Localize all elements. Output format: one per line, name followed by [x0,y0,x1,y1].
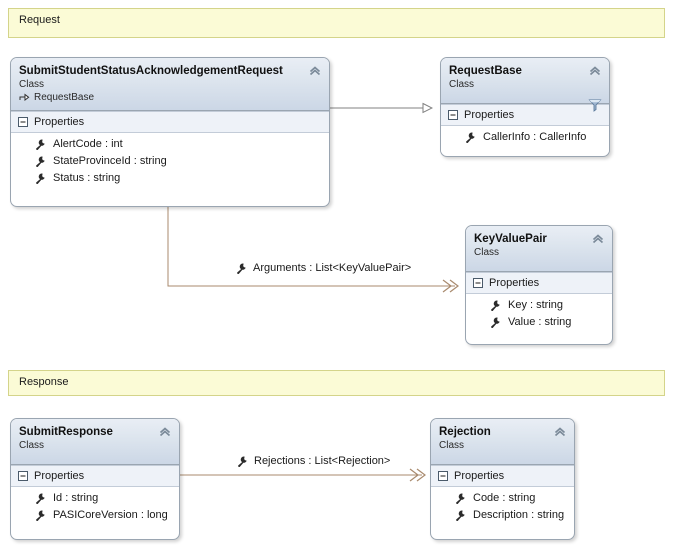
member-label: Code : string [473,492,536,504]
wrench-icon [455,510,466,521]
header-spacer [19,452,171,462]
chevron-double-up-icon[interactable] [158,425,172,439]
class-header: SubmitStudentStatusAcknowledgementReques… [11,58,329,111]
minus-box-icon[interactable] [438,471,448,481]
class-base-type: RequestBase [19,91,321,105]
class-base-type-label: RequestBase [34,92,95,103]
chevron-double-up-icon[interactable] [308,64,322,78]
class-key-value-pair[interactable]: KeyValuePair Class Properties [465,225,613,345]
minus-box-icon[interactable] [473,278,483,288]
compartment-header-properties[interactable]: Properties [431,465,574,487]
wrench-icon [455,493,466,504]
class-stereotype: Class [19,79,45,90]
compartment-label: Properties [34,470,85,482]
member-row[interactable]: PASICoreVersion : long [17,507,173,524]
compartment-header-properties[interactable]: Properties [11,111,329,133]
chevron-double-up-icon[interactable] [588,64,602,78]
compartment-header-properties[interactable]: Properties [11,465,179,487]
member-list: AlertCode : int StateProvinceId : string [11,133,329,193]
member-label: Value : string [508,316,572,328]
class-header: SubmitResponse Class [11,419,179,465]
compartment-header-properties[interactable]: Properties [441,104,609,126]
member-row[interactable]: Id : string [17,490,173,507]
class-title: RequestBase [449,65,522,77]
class-request-base[interactable]: RequestBase Class [440,57,610,157]
member-row[interactable]: Description : string [437,507,568,524]
minus-box-icon[interactable] [448,110,458,120]
wrench-icon [35,156,46,167]
member-row[interactable]: CallerInfo : CallerInfo [447,129,603,146]
response-banner-label: Response [19,376,69,388]
member-label: Key : string [508,299,564,311]
member-label: Id : string [53,492,99,504]
class-title: SubmitStudentStatusAcknowledgementReques… [19,65,283,77]
header-spacer [474,259,604,269]
class-stereotype: Class [439,440,465,451]
inherit-arrow-icon [19,93,30,103]
member-row[interactable]: Code : string [437,490,568,507]
wrench-icon [237,456,248,467]
member-label: AlertCode : int [53,138,123,150]
association-label-text: Rejections : List<Rejection> [254,455,391,467]
arguments-association-label[interactable]: Arguments : List<KeyValuePair> [236,261,411,275]
member-list: Code : string Description : string [431,487,574,530]
wrench-icon [490,317,501,328]
wrench-icon [35,510,46,521]
chevron-double-up-icon[interactable] [591,232,605,246]
member-label: Status : string [53,172,121,184]
class-title: SubmitResponse [19,426,113,438]
wrench-icon [236,263,247,274]
member-label: Description : string [473,509,565,521]
association-label-text: Arguments : List<KeyValuePair> [253,262,412,274]
class-header: RequestBase Class [441,58,609,112]
response-banner[interactable]: Response [8,370,665,396]
request-banner[interactable]: Request [8,8,665,38]
member-label: StateProvinceId : string [53,155,167,167]
wrench-icon [35,493,46,504]
class-stereotype: Class [449,79,475,90]
class-stereotype: Class [19,440,45,451]
member-row[interactable]: AlertCode : int [17,136,323,153]
member-list: CallerInfo : CallerInfo [441,126,609,152]
compartment-label: Properties [464,109,515,121]
rejections-association-label[interactable]: Rejections : List<Rejection> [237,454,390,468]
compartment-label: Properties [489,277,540,289]
class-stereotype: Class [474,247,500,258]
member-list: Key : string Value : string [466,294,612,337]
compartment-label: Properties [34,116,85,128]
header-spacer [439,452,566,462]
member-row[interactable]: StateProvinceId : string [17,153,323,170]
wrench-icon [465,132,476,143]
class-rejection[interactable]: Rejection Class Properties [430,418,575,540]
class-header: KeyValuePair Class [466,226,612,272]
rejections-connector [180,468,426,482]
member-row[interactable]: Key : string [472,297,606,314]
minus-box-icon[interactable] [18,471,28,481]
arguments-connector [167,207,459,293]
member-label: PASICoreVersion : long [53,509,168,521]
class-title: Rejection [439,426,491,438]
member-row[interactable]: Status : string [17,170,323,187]
class-header: Rejection Class [431,419,574,465]
request-banner-label: Request [19,14,60,26]
member-list: Id : string PASICoreVersion : long [11,487,179,530]
wrench-icon [35,173,46,184]
compartment-header-properties[interactable]: Properties [466,272,612,294]
member-row[interactable]: Value : string [472,314,606,331]
member-label: CallerInfo : CallerInfo [483,131,587,143]
compartment-label: Properties [454,470,505,482]
chevron-double-up-icon[interactable] [553,425,567,439]
minus-box-icon[interactable] [18,117,28,127]
wrench-icon [490,300,501,311]
funnel-icon[interactable] [588,98,602,112]
wrench-icon [35,139,46,150]
class-submit-response[interactable]: SubmitResponse Class Properties [10,418,180,540]
class-title: KeyValuePair [474,233,547,245]
class-submit-student-status-acknowledgement-request[interactable]: SubmitStudentStatusAcknowledgementReques… [10,57,330,207]
header-spacer [449,91,601,101]
